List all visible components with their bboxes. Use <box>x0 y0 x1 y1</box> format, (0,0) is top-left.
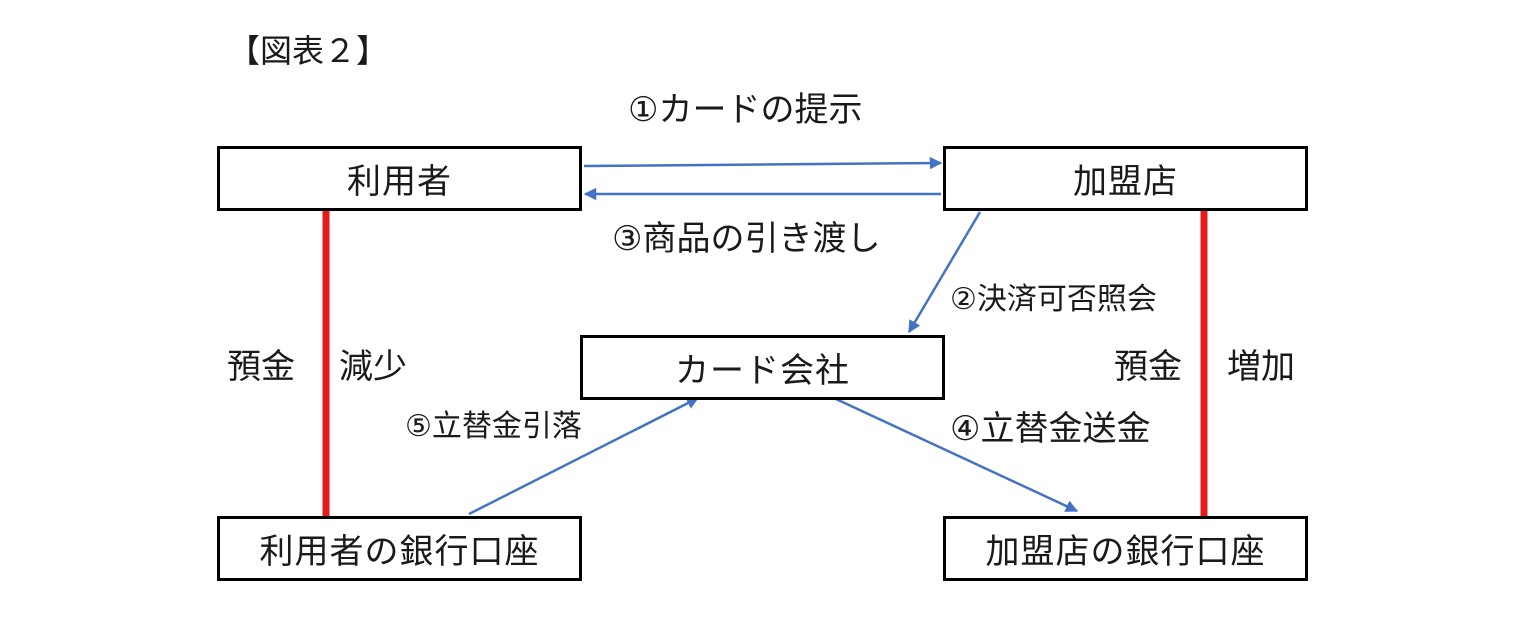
label-merchant-change: 増加 <box>1227 347 1295 387</box>
label-step2: ②決済可否照会 <box>950 282 1157 317</box>
label-user-change: 減少 <box>339 347 407 387</box>
label-merchant-deposit: 預金 <box>1114 347 1182 387</box>
node-card-company: カード会社 <box>580 335 945 400</box>
label-step1: ①カードの提示 <box>628 90 863 130</box>
label-step5: ⑤立替金引落 <box>405 409 582 444</box>
label-step3: ③商品の引き渡し <box>612 219 881 259</box>
arrow-card-presentation <box>583 156 943 170</box>
label-step4: ④立替金送金 <box>950 409 1151 449</box>
node-user: 利用者 <box>217 146 582 211</box>
label-user-deposit: 預金 <box>227 347 295 387</box>
arrow-advance-debit <box>468 396 700 516</box>
arrow-authorization <box>907 211 982 334</box>
node-merchant-bank: 加盟店の銀行口座 <box>943 516 1308 581</box>
arrow-advance-transfer <box>835 397 1079 513</box>
node-user-bank: 利用者の銀行口座 <box>217 516 582 581</box>
figure-label: 【図表２】 <box>228 32 389 70</box>
node-merchant: 加盟店 <box>943 146 1308 211</box>
